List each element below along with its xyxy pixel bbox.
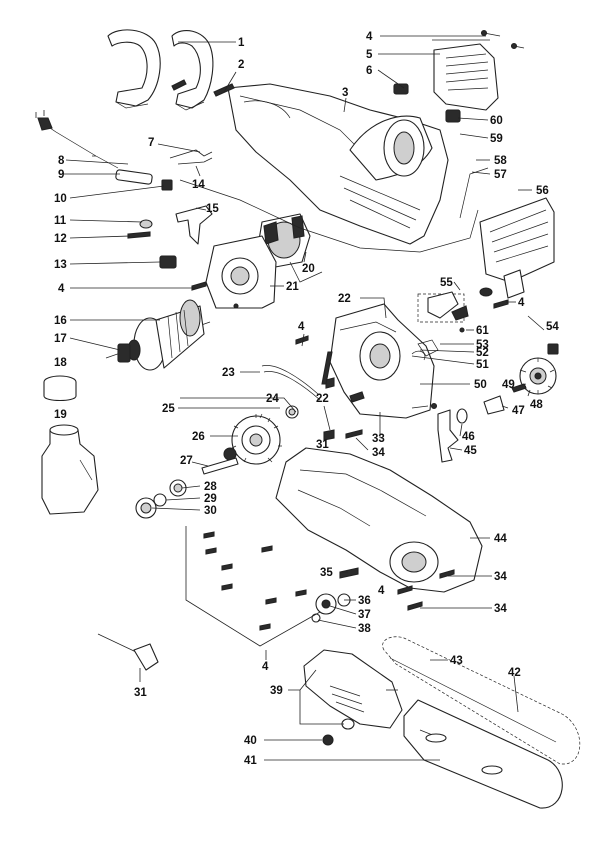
callout-30: 30 [204,505,217,517]
callout-56: 56 [536,185,549,197]
callout-8: 8 [58,155,65,167]
callout-32: 31 [316,439,329,451]
callout-59: 59 [490,133,503,145]
brake-lever-part [437,409,459,463]
callout-55: 55 [440,277,453,289]
callout-1: 1 [238,37,245,49]
callout-35: 35 [320,567,333,579]
callout-60: 60 [490,115,503,127]
callout-20: 20 [302,263,315,275]
callout-13: 13 [54,259,67,271]
callout-49: 49 [502,379,515,391]
callout-37: 37 [358,609,371,621]
callout-36: 36 [358,595,371,607]
callout-18: 18 [54,357,67,369]
callout-61: 61 [476,325,489,337]
callout-58: 58 [494,155,507,167]
callout-34c: 34 [494,603,507,615]
callout-26: 26 [192,431,205,443]
knob-part [479,197,555,299]
callout-51: 51 [476,359,489,371]
callout-4c: 4 [298,321,305,333]
leader-lines [64,35,545,761]
callout-34: 34 [372,447,385,459]
screw-cluster [203,531,307,631]
callout-25: 25 [162,403,175,415]
callout-53: 53 [476,339,489,351]
chain-sprocket-part [519,357,557,395]
callout-39: 39 [270,685,283,697]
callout-50: 50 [474,379,487,391]
callout-33: 33 [372,433,385,445]
power-cord-part [35,110,119,169]
callout-48: 48 [530,399,543,411]
callout-10: 10 [54,193,67,205]
callout-24: 24 [266,393,279,405]
callout-22: 22 [338,293,351,305]
callout-47: 47 [512,405,525,417]
callout-9: 9 [58,169,64,181]
callout-19: 19 [54,409,67,421]
callout-34b: 34 [494,571,507,583]
callout-numbers: 1 2 3 4 5 6 7 8 9 10 11 12 13 14 15 4 16… [54,31,559,767]
callout-17: 17 [54,333,67,345]
callout-21: 21 [286,281,299,293]
guide-bar-part [403,699,563,809]
callout-45: 45 [464,445,477,457]
callout-41: 41 [244,755,257,767]
callout-4b: 4 [58,283,65,295]
callout-2: 2 [238,59,244,71]
gear-wheel-part [223,413,282,465]
callout-29: 29 [204,493,217,505]
callout-27: 27 [180,455,193,467]
callout-12: 12 [54,233,67,245]
allen-key-part [97,633,159,671]
callout-16: 16 [54,315,67,327]
callout-4e: 4 [378,585,385,597]
callout-38: 38 [358,623,371,635]
callout-54: 54 [546,321,559,333]
cover-plate-part [433,43,499,111]
callout-46: 46 [462,431,475,443]
chain-guard-part [275,447,483,593]
armature-rotor-part [105,299,211,371]
callout-3: 3 [342,87,348,99]
callout-14: 14 [192,179,205,191]
callout-4: 4 [366,31,373,43]
oil-tank-part [41,375,99,515]
saw-chain-part [382,636,581,765]
callout-52: 52 [476,347,489,359]
callout-44: 44 [494,533,507,545]
motor-housing-part [227,83,449,245]
callout-4d: 4 [518,297,525,309]
callout-6: 6 [366,65,372,77]
callout-4f: 4 [262,661,269,673]
callout-43: 43 [450,655,463,667]
callout-31: 31 [134,687,147,699]
handle-guard-part [107,29,214,111]
callout-23: 23 [222,367,235,379]
callout-28: 28 [204,481,217,493]
callout-11: 11 [54,215,67,227]
callout-42: 42 [508,667,521,679]
callout-57: 57 [494,169,507,181]
callout-5: 5 [366,49,373,61]
callout-40: 40 [244,735,257,747]
callout-15: 15 [206,203,219,215]
gear-housing-part [329,303,435,419]
callout-7: 7 [148,137,154,149]
callout-22b: 22 [316,393,329,405]
